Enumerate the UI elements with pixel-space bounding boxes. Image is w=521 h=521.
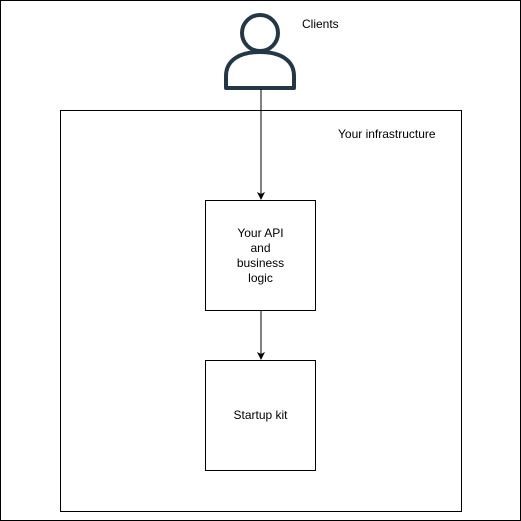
api-node-label: Your API and business logic — [236, 225, 285, 285]
startup-kit-node: Startup kit — [205, 360, 316, 471]
infrastructure-label: Your infrastructure — [338, 127, 436, 141]
api-node: Your API and business logic — [205, 200, 316, 311]
clients-label: Clients — [302, 17, 339, 31]
startup-kit-label: Startup kit — [233, 408, 288, 422]
person-icon — [224, 13, 296, 90]
